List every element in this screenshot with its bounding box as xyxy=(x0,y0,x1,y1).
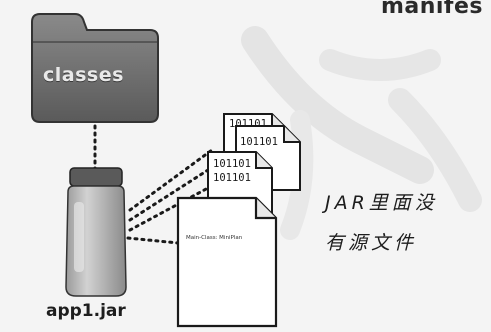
binary-line: 101101 xyxy=(240,136,278,148)
jar-label: app1.jar xyxy=(46,301,126,321)
partial-heading-text: manifes xyxy=(380,0,483,19)
annotation-line-2: 有源文件 xyxy=(325,232,418,254)
annotation-line-1: JAR里面没 xyxy=(325,192,438,214)
manifest-content: Main-Class: MiniPlan xyxy=(186,235,243,241)
folder-label: classes xyxy=(43,64,124,86)
folder-icon xyxy=(31,13,159,123)
manifest-file-icon xyxy=(176,196,278,328)
manifest-file xyxy=(176,196,280,332)
classes-folder xyxy=(20,8,165,132)
binary-line: 101101 xyxy=(213,172,251,184)
jar-icon xyxy=(65,167,127,297)
binary-line: 101101 xyxy=(213,158,251,170)
jar-file xyxy=(60,162,132,304)
